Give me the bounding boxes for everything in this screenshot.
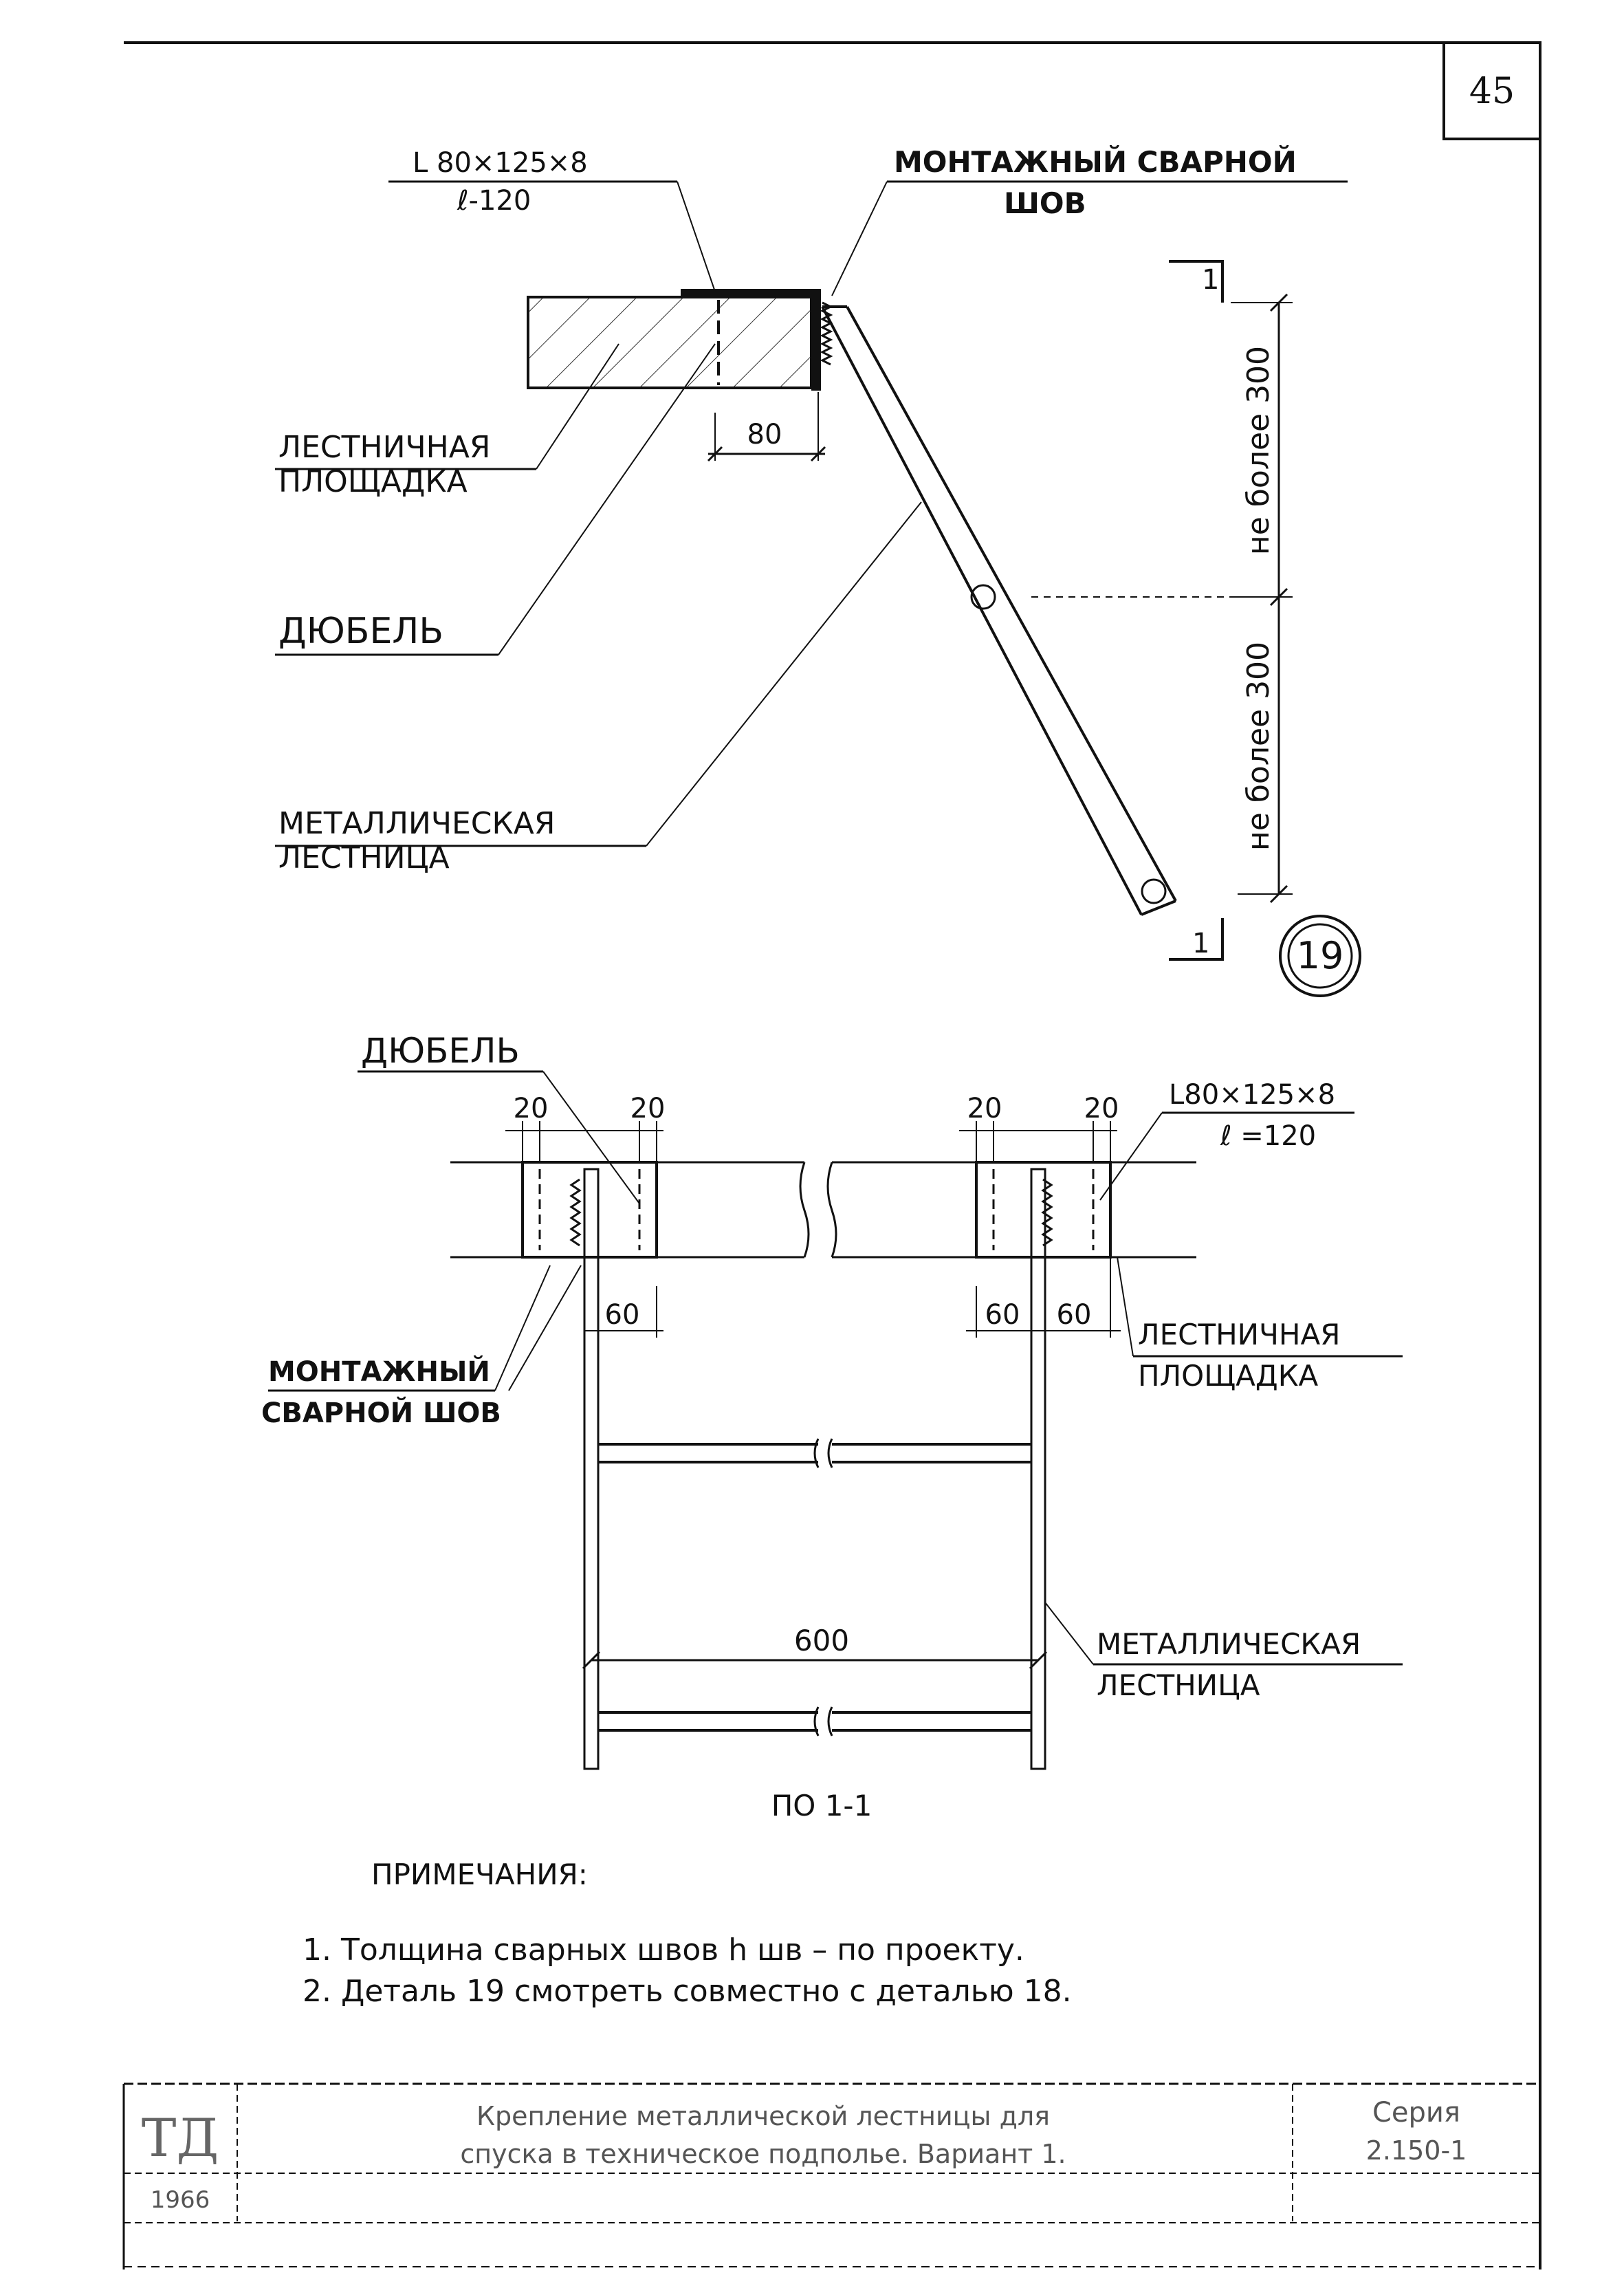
rung-circle-lower — [1141, 878, 1167, 904]
ladder-stringers — [583, 1168, 1046, 1770]
weld-label: МОНТАЖНЫЙ СВАРНОЙ — [894, 144, 1297, 179]
left-angle-bracket — [521, 1161, 658, 1259]
dim-80-value: 80 — [747, 419, 782, 450]
section-angle-label: L80×125×8 — [1169, 1079, 1335, 1111]
landing-label: ЛЕСТНИЧНАЯ — [278, 430, 490, 465]
series-label: Серия — [1372, 2097, 1460, 2129]
ladder-label: МЕТАЛЛИЧЕСКАЯ — [278, 806, 555, 841]
ladder-rungs — [598, 1438, 1031, 1737]
vertical-dimension: не более 300 не более 300 — [1231, 293, 1293, 904]
logo: ТД — [142, 2107, 219, 2168]
section-weld-label: МОНТАЖНЫЙ — [268, 1355, 490, 1388]
series-value: 2.150-1 — [1366, 2135, 1467, 2166]
dim-20-d: 20 — [1084, 1093, 1119, 1124]
title-line-1: Крепление металлической лестницы для — [476, 2101, 1050, 2131]
dims-20: 20 20 20 20 — [505, 1093, 1119, 1162]
section-ladder-label: МЕТАЛЛИЧЕСКАЯ — [1097, 1627, 1361, 1661]
page-number: 45 — [1469, 71, 1515, 112]
section-caption: ПО 1-1 — [771, 1789, 873, 1822]
section-marker-top: 1 — [1169, 260, 1224, 303]
notes-heading: ПРИМЕЧАНИЯ: — [371, 1858, 588, 1891]
right-angle-bracket — [975, 1161, 1112, 1259]
rung-circle-upper — [970, 584, 996, 610]
ladder-label-cont: ЛЕСТНИЦА — [278, 840, 450, 875]
section-marker-top-label: 1 — [1202, 264, 1219, 296]
dowel-label: ДЮБЕЛЬ — [278, 611, 443, 652]
dims-60: 60 60 60 — [584, 1259, 1121, 1338]
section-marker-bottom: 1 — [1169, 918, 1224, 961]
dim-20-c: 20 — [967, 1093, 1002, 1124]
detail-bubble: 19 — [1279, 915, 1361, 997]
dim-20-b: 20 — [630, 1093, 666, 1124]
dim-600: 600 — [582, 1624, 1048, 1670]
sheet-frame — [122, 41, 1541, 2269]
section-weld-label-cont: СВАРНОЙ ШОВ — [261, 1396, 501, 1429]
dim-80: 80 — [707, 392, 826, 462]
section-angle-length-label: ℓ =120 — [1220, 1120, 1316, 1152]
landing-label-cont: ПЛОЩАДКА — [278, 464, 468, 499]
dim-60-right: 60 — [1057, 1299, 1092, 1331]
dim-60-mid: 60 — [985, 1299, 1020, 1331]
elevation-view: 1 1 не более 300 не более 300 80 — [275, 144, 1361, 997]
angle-label: L 80×125×8 — [413, 147, 588, 179]
section-landing-label-cont: ПЛОЩАДКА — [1138, 1359, 1319, 1393]
dim-upper-300: не более 300 — [1241, 346, 1276, 555]
section-ladder-label-cont: ЛЕСТНИЦА — [1097, 1668, 1260, 1702]
landing-slab — [527, 296, 813, 389]
section-marker-bottom-label: 1 — [1192, 928, 1209, 959]
dim-60-left: 60 — [605, 1299, 640, 1331]
angle-length-label: ℓ-120 — [457, 185, 531, 217]
section-dowel-label: ДЮБЕЛЬ — [361, 1031, 520, 1071]
section-landing-label: ЛЕСТНИЧНАЯ — [1138, 1318, 1340, 1351]
weld-label-cont: ШОВ — [1004, 186, 1086, 220]
title-block: ТД Крепление металлической лестницы для … — [124, 2084, 1540, 2267]
detail-number: 19 — [1297, 934, 1344, 977]
title-line-2: спуска в техническое подполье. Вариант 1… — [460, 2139, 1066, 2169]
year: 1966 — [151, 2186, 210, 2214]
notes: ПРИМЕЧАНИЯ: 1. Толщина сварных швов h шв… — [303, 1858, 1072, 2009]
page-number-box: 45 — [1442, 41, 1541, 140]
dim-lower-300: не более 300 — [1241, 642, 1276, 851]
ladder-stringer — [821, 305, 1231, 916]
section-slab — [450, 1161, 1196, 1259]
section-view: 600 20 20 20 20 60 60 — [261, 1031, 1403, 1822]
dim-600-value: 600 — [794, 1624, 849, 1657]
note-1: 1. Толщина сварных швов h шв – по проект… — [303, 1933, 1024, 1968]
elevation-leaders — [275, 180, 1348, 847]
dim-20-a: 20 — [514, 1093, 549, 1124]
note-2: 2. Деталь 19 смотреть совместно с деталь… — [303, 1974, 1072, 2009]
section-leaders — [268, 1070, 1403, 1666]
